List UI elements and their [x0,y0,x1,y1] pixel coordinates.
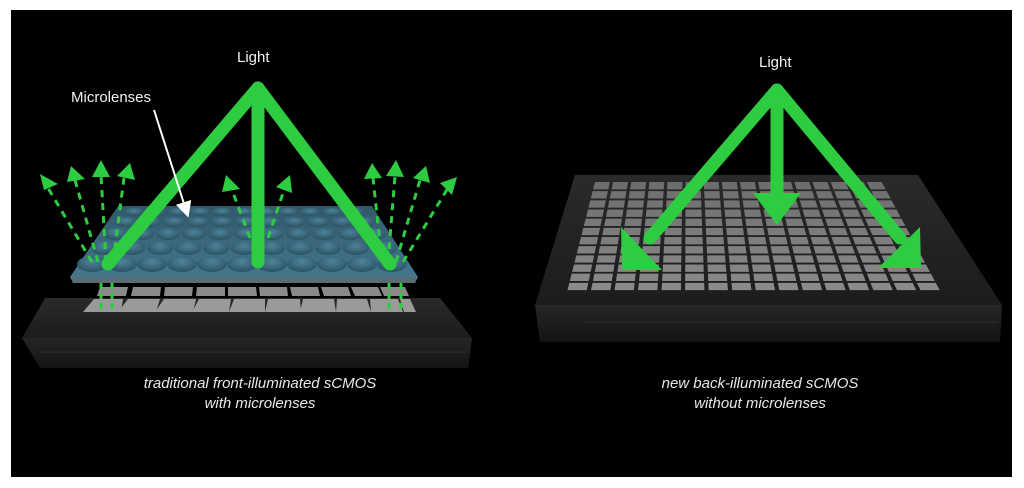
microlens-pointer-arrow [153,109,192,218]
right-caption-line2: without microlenses [694,395,826,412]
reflected-arrowheads-left [40,160,135,190]
right-caption-line1: new back-illuminated sCMOS [661,375,859,392]
light-label-left: Light [237,49,270,66]
pixel-row-front [83,299,416,312]
microlens-array [77,208,407,272]
left-caption-line1: traditional front-illuminated sCMOS [143,375,377,392]
reflected-arrowheads-right [364,160,457,195]
reflected-arrowheads-center [222,175,292,193]
light-label-right: Light [759,54,792,71]
reflected-light-arrows-center [230,189,286,239]
incident-light-arrows [621,83,921,270]
back-illuminated-sensor [535,83,1002,342]
sensor-base-front [535,305,1002,342]
transmitted-light-dashes [99,283,403,312]
left-caption-line2: with microlenses [204,395,316,412]
front-illuminated-sensor [22,81,472,368]
sensor-base-front [22,338,472,368]
pixel-row-back [97,287,409,296]
left-caption: traditional front-illuminated sCMOS with… [60,374,460,414]
right-caption: new back-illuminated sCMOS without micro… [560,374,960,414]
incident-light-rays [101,81,397,271]
reflected-light-arrows-left [46,174,126,263]
microlenses-label: Microlenses [71,89,152,106]
